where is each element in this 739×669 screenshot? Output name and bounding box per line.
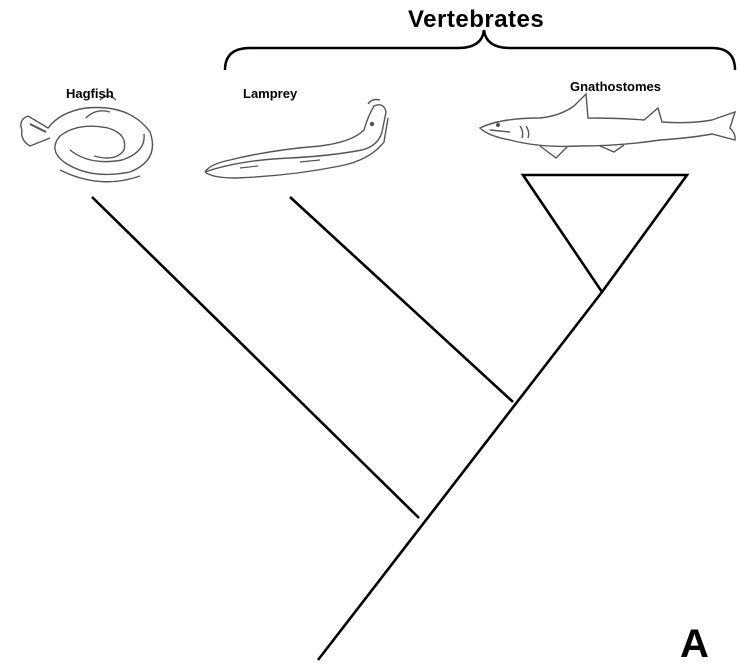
vertebrates-label: Vertebrates	[408, 8, 544, 32]
hagfish-label: Hagfish	[66, 87, 114, 100]
hagfish-branch	[92, 197, 419, 518]
lamprey-illustration	[205, 100, 388, 179]
lamprey-branch	[290, 197, 513, 402]
gnathostomes-label: Gnathostomes	[570, 80, 661, 93]
shark-illustration	[480, 94, 735, 158]
panel-letter: A	[680, 624, 709, 664]
gnathostomes-clade-triangle	[523, 175, 687, 292]
lamprey-label: Lamprey	[243, 87, 297, 100]
vertebrates-bracket	[225, 30, 735, 70]
hagfish-illustration	[21, 96, 153, 182]
tree-trunk	[318, 292, 602, 660]
